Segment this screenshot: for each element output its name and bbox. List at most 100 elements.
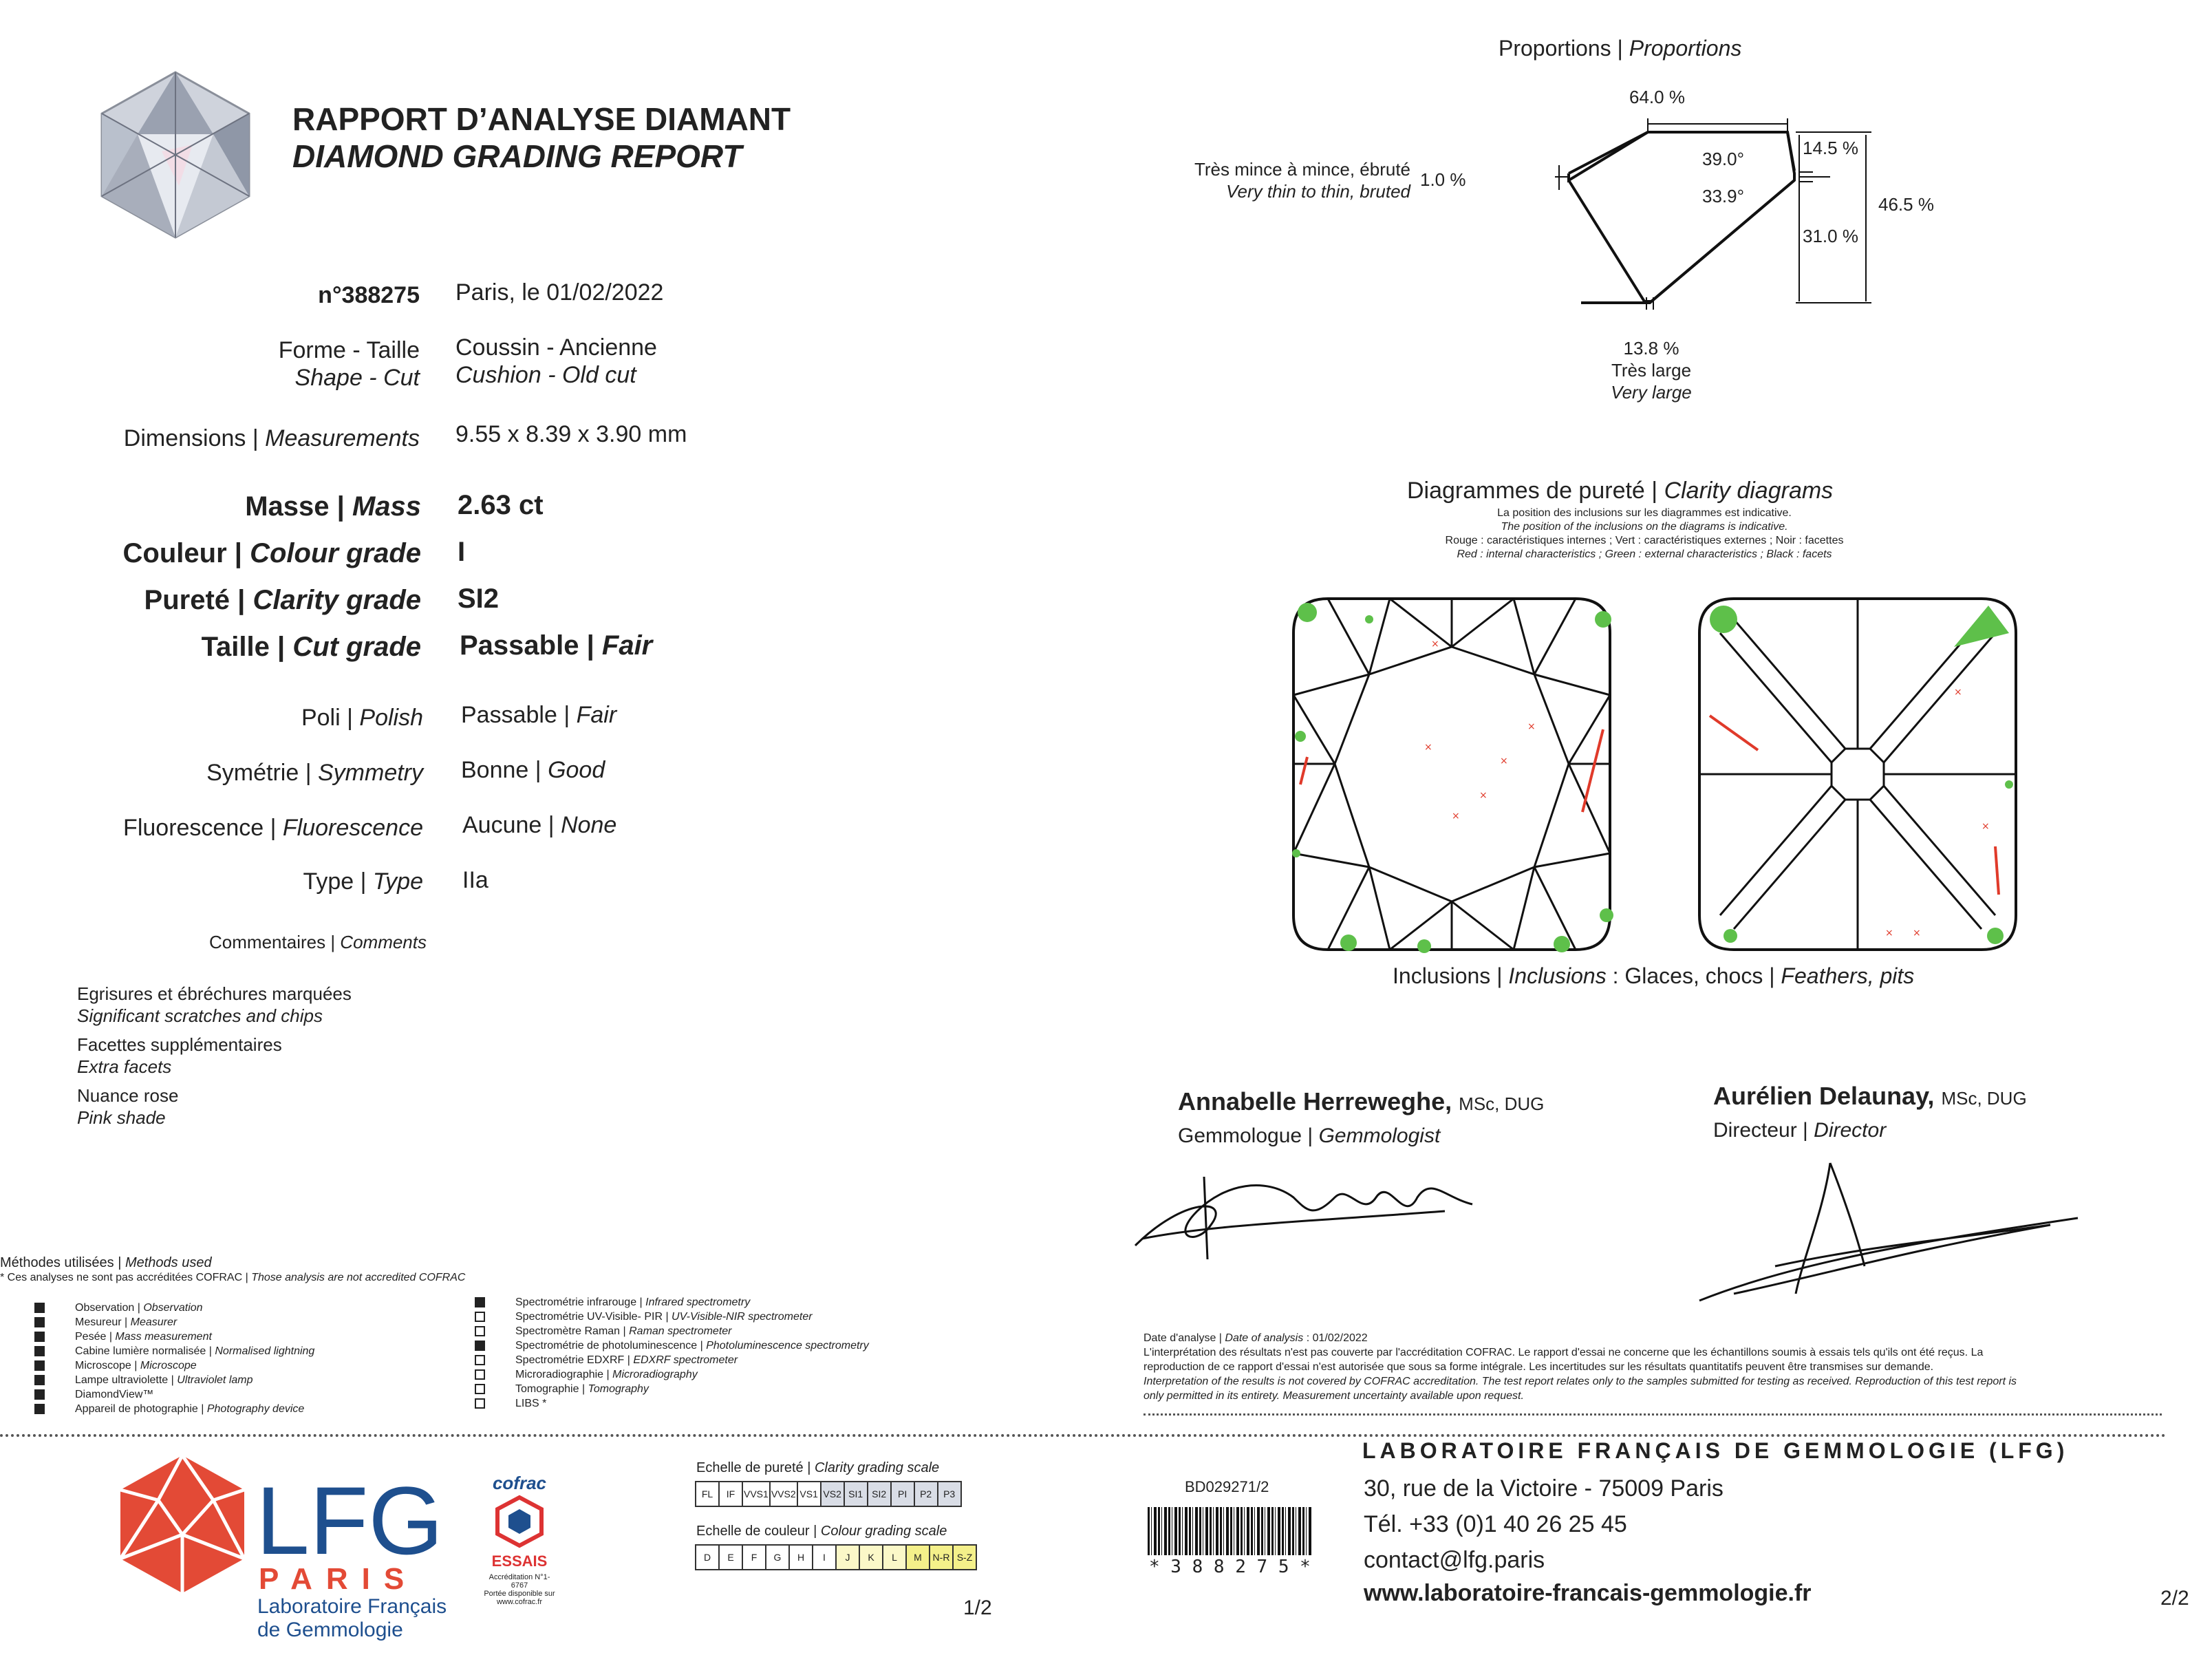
fluorescence-label: Fluorescence | Fluorescence xyxy=(123,815,423,841)
checkbox-icon xyxy=(475,1326,485,1337)
cut-label: Taille | Cut grade xyxy=(201,632,421,662)
lab-name: LABORATOIRE FRANÇAIS DE GEMMOLOGIE (LFG) xyxy=(1362,1438,2069,1463)
lfg-logo-city: PARIS xyxy=(259,1562,418,1596)
crown-angle: 39.0° xyxy=(1702,149,1745,169)
scale-grade: M xyxy=(905,1544,930,1570)
checkbox-icon xyxy=(34,1332,45,1343)
signature-2 xyxy=(1699,1162,2079,1302)
method-item: Cabine lumière normalisée | Normalised l… xyxy=(34,1344,314,1358)
barcode xyxy=(1148,1507,1313,1555)
scale-grade: P3 xyxy=(936,1481,962,1507)
lab-phone: Tél. +33 (0)1 40 26 25 45 xyxy=(1364,1511,1627,1537)
scale-grade: L xyxy=(882,1544,907,1570)
svg-text:×: × xyxy=(1913,928,1921,939)
scale-grade: PI xyxy=(890,1481,915,1507)
scale-grade: VVS1 xyxy=(742,1481,771,1507)
method-item: Microradiographie | Microradiography xyxy=(475,1367,869,1382)
method-item: Spectrométrie infrarouge | Infrared spec… xyxy=(475,1295,869,1310)
svg-text:×: × xyxy=(1527,721,1536,732)
checkbox-icon xyxy=(34,1404,45,1415)
lab-website[interactable]: www.laboratoire-francais-gemmologie.fr xyxy=(1364,1580,1812,1606)
report-number: n°388275 xyxy=(318,282,420,308)
cofrac-badge: cofrac ESSAIS Accréditation N°1-6767 Por… xyxy=(484,1473,555,1606)
method-item: LIBS * xyxy=(475,1396,869,1411)
checkbox-icon xyxy=(475,1369,485,1380)
comments-label: Commentaires | Comments xyxy=(209,932,427,952)
cut-value: Passable | Fair xyxy=(460,630,653,661)
scale-grade: N-R xyxy=(929,1544,954,1570)
clarity-diagram-crown: ××× ××× xyxy=(1292,597,1613,953)
measurements-label: Dimensions | Measurements xyxy=(123,425,420,451)
lab-address: 30, rue de la Victoire - 75009 Paris xyxy=(1364,1475,1724,1502)
methods-left-list: Observation | Observation Mesureur | Mea… xyxy=(34,1301,314,1416)
methods-note: * Ces analyses ne sont pas accréditées C… xyxy=(0,1272,466,1283)
scale-grade: F xyxy=(742,1544,766,1570)
cofrac-hex-icon xyxy=(495,1495,544,1548)
checkbox-icon xyxy=(34,1389,45,1400)
svg-text:×: × xyxy=(1431,639,1439,650)
pavilion-depth-pct: 31.0 % xyxy=(1803,226,1858,246)
clarity-diagram-pavilion: ×××× xyxy=(1698,597,2017,951)
scale-grade: VS2 xyxy=(819,1481,845,1507)
girdle-pct: 1.0 % xyxy=(1420,169,1466,190)
fluorescence-value: Aucune | None xyxy=(462,812,617,838)
scale-grade: VS1 xyxy=(796,1481,822,1507)
method-item: Spectrométrie EDXRF | EDXRF spectrometer xyxy=(475,1353,869,1367)
method-item: Lampe ultraviolette | Ultraviolet lamp xyxy=(34,1373,314,1387)
clarity-value: SI2 xyxy=(458,584,500,614)
svg-text:×: × xyxy=(1954,687,1962,698)
lfg-logo-text: LFG xyxy=(256,1466,444,1574)
barcode-text: * 3 8 8 2 7 5 * xyxy=(1149,1557,1311,1577)
mass-label: Masse | Mass xyxy=(245,491,421,522)
shape-value-fr: Coussin - Ancienne xyxy=(455,334,657,361)
polish-label: Poli | Polish xyxy=(301,705,423,731)
barcode-ref: BD029271/2 xyxy=(1185,1478,1269,1495)
scale-grade: G xyxy=(765,1544,790,1570)
checkbox-icon xyxy=(475,1312,485,1323)
legal-text: Date d'analyse | Date of analysis : 01/0… xyxy=(1143,1332,2017,1402)
inclusions-line: Inclusions | Inclusions : Glaces, chocs … xyxy=(1393,963,1915,988)
total-depth-pct: 46.5 % xyxy=(1878,194,1934,215)
scale-grade: K xyxy=(859,1544,883,1570)
method-item: DiamondView™ xyxy=(34,1387,314,1402)
diamond-logo-icon xyxy=(100,71,250,239)
table-pct: 64.0 % xyxy=(1629,87,1685,107)
clarity-scale-title: Echelle de pureté | Clarity grading scal… xyxy=(696,1460,940,1475)
scale-grade: IF xyxy=(718,1481,743,1507)
scale-grade: E xyxy=(718,1544,743,1570)
mass-value: 2.63 ct xyxy=(458,490,544,520)
scale-grade: VVS2 xyxy=(769,1481,798,1507)
scale-grade: J xyxy=(835,1544,860,1570)
checkbox-icon xyxy=(34,1375,45,1386)
shape-value-en: Cushion - Old cut xyxy=(455,362,636,388)
measurements-value: 9.55 x 8.39 x 3.90 mm xyxy=(455,421,687,447)
symmetry-label: Symétrie | Symmetry xyxy=(206,760,423,786)
divider-bottom xyxy=(0,1434,2167,1437)
place-date: Paris, le 01/02/2022 xyxy=(455,279,664,306)
measurements-label-fr: Dimensions xyxy=(123,425,246,451)
lfg-logo-icon xyxy=(118,1454,246,1593)
checkbox-icon xyxy=(475,1341,485,1352)
title-en: DIAMOND GRADING REPORT xyxy=(292,138,742,174)
type-value: IIa xyxy=(462,867,488,893)
methods-right-list: Spectrométrie infrarouge | Infrared spec… xyxy=(475,1295,869,1411)
checkbox-icon xyxy=(475,1384,485,1395)
colour-scale-title: Echelle de couleur | Colour grading scal… xyxy=(696,1524,947,1539)
measurements-label-en: Measurements xyxy=(265,425,420,451)
scale-grade: I xyxy=(812,1544,837,1570)
checkbox-icon xyxy=(34,1346,45,1357)
shape-label-en: Shape - Cut xyxy=(294,365,420,391)
svg-text:×: × xyxy=(1479,790,1488,801)
method-item: Microscope | Microscope xyxy=(34,1358,314,1373)
method-item: Tomographie | Tomography xyxy=(475,1382,869,1396)
methods-title: Méthodes utilisées | Methods used xyxy=(0,1255,212,1270)
svg-text:×: × xyxy=(1885,928,1893,939)
colour-value: I xyxy=(458,537,466,567)
lab-email[interactable]: contact@lfg.paris xyxy=(1364,1547,1545,1573)
